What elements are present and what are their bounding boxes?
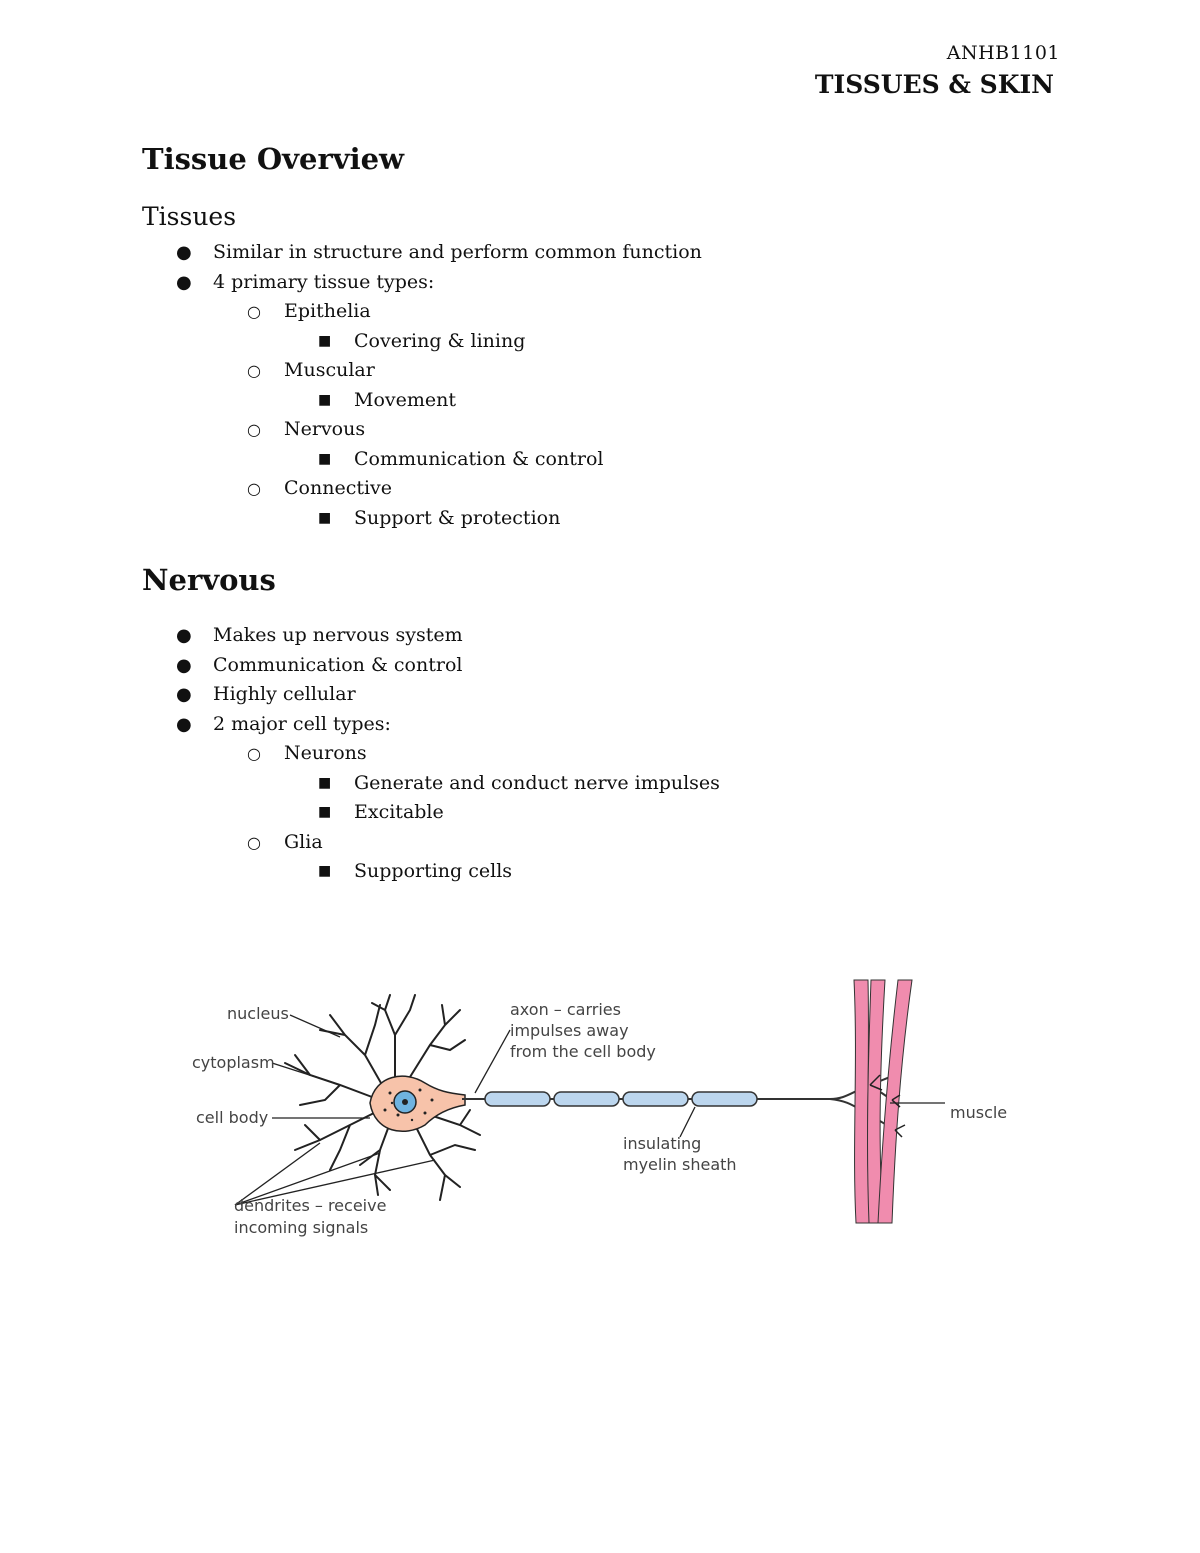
list-item: ○ Neurons <box>0 739 720 769</box>
bullet-icon: ● <box>176 684 192 705</box>
list-item: ○ Muscular <box>0 356 702 386</box>
list-item: ○ Glia <box>0 828 720 858</box>
list-item-text: Excitable <box>354 801 444 823</box>
bullet-icon: ● <box>176 242 192 263</box>
circle-bullet-icon: ○ <box>247 302 261 321</box>
list-item-text: Communication & control <box>213 653 463 676</box>
list-item: ■ Covering & lining <box>0 327 702 357</box>
square-bullet-icon: ■ <box>318 774 332 791</box>
dendrites <box>284 994 481 1201</box>
square-bullet-icon: ■ <box>318 391 332 408</box>
label-nucleus: nucleus <box>227 1004 289 1023</box>
tissues-list: ● Similar in structure and perform common… <box>0 238 702 533</box>
cell-body-shape <box>369 1075 466 1132</box>
list-item: ■ Movement <box>0 386 702 416</box>
myelin-segments <box>484 1091 758 1107</box>
myelin-segment <box>622 1091 689 1107</box>
nervous-heading: Nervous <box>142 563 276 597</box>
list-item: ■ Excitable <box>0 798 720 828</box>
label-dendrites-line1: dendrites – receive <box>234 1196 386 1215</box>
tissues-subheading: Tissues <box>142 202 237 231</box>
list-item-text: Connective <box>284 477 393 499</box>
course-code: ANHB1101 <box>946 42 1060 64</box>
list-item-text: 4 primary tissue types: <box>213 270 435 293</box>
label-myelin-line1: insulating <box>623 1134 701 1153</box>
muscle-fibers <box>853 979 913 1224</box>
circle-bullet-icon: ○ <box>247 420 261 439</box>
circle-bullet-icon: ○ <box>247 479 261 498</box>
square-bullet-icon: ■ <box>318 450 332 467</box>
list-item: ■ Generate and conduct nerve impulses <box>0 769 720 799</box>
list-item: ■ Communication & control <box>0 445 702 475</box>
list-item: ● 2 major cell types: <box>0 710 720 740</box>
list-item-text: Epithelia <box>284 300 371 322</box>
list-item-text: Generate and conduct nerve impulses <box>354 771 720 794</box>
list-item-text: Covering & lining <box>354 329 526 352</box>
nucleolus-shape <box>402 1099 408 1105</box>
list-item: ■ Supporting cells <box>0 857 720 887</box>
bullet-icon: ● <box>176 654 192 676</box>
myelin-segment <box>553 1091 620 1107</box>
list-item: ● Communication & control <box>0 651 720 681</box>
list-item-text: 2 major cell types: <box>213 712 391 735</box>
bullet-icon: ● <box>176 625 192 646</box>
neuron-diagram: nucleus cytoplasm cell body dendrites – … <box>192 979 1007 1237</box>
muscle-fiber <box>877 979 913 1224</box>
label-cytoplasm: cytoplasm <box>192 1053 275 1072</box>
circle-bullet-icon: ○ <box>247 361 261 380</box>
list-item: ● 4 primary tissue types: <box>0 268 702 298</box>
section-title: TISSUES & SKIN <box>814 70 1054 99</box>
cytoplasm-dots <box>383 1088 434 1122</box>
label-axon-line3: from the cell body <box>510 1042 656 1061</box>
tissue-overview-heading: Tissue Overview <box>142 142 405 176</box>
label-myelin-line2: myelin sheath <box>623 1155 737 1174</box>
square-bullet-icon: ■ <box>318 509 332 526</box>
list-item-text: Glia <box>284 830 323 853</box>
myelin-segment <box>691 1091 758 1107</box>
square-bullet-icon: ■ <box>318 804 332 820</box>
list-item-text: Communication & control <box>354 447 604 470</box>
label-muscle: muscle <box>950 1103 1007 1122</box>
list-item: ○ Epithelia <box>0 297 702 327</box>
circle-bullet-icon: ○ <box>247 744 261 763</box>
nervous-list: ● Makes up nervous system ● Communication … <box>0 621 720 887</box>
list-item: ● Highly cellular <box>0 680 720 710</box>
square-bullet-icon: ■ <box>318 332 332 349</box>
label-dendrites-line2: incoming signals <box>234 1218 368 1237</box>
list-item-text: Support & protection <box>354 506 561 529</box>
list-item: ● Similar in structure and perform common… <box>0 238 702 268</box>
list-item: ○ Nervous <box>0 415 702 445</box>
square-bullet-icon: ■ <box>318 863 332 879</box>
circle-bullet-icon: ○ <box>247 832 261 852</box>
list-item-text: Nervous <box>284 418 366 440</box>
bullet-icon: ● <box>176 271 192 293</box>
list-item: ■ Support & protection <box>0 504 702 534</box>
list-item: ● Makes up nervous system <box>0 621 720 651</box>
leader-lines <box>234 1014 945 1206</box>
list-item-text: Makes up nervous system <box>213 624 463 646</box>
label-cell-body: cell body <box>196 1108 268 1127</box>
list-item-text: Highly cellular <box>213 683 356 705</box>
list-item-text: Neurons <box>284 742 367 764</box>
myelin-segment <box>484 1091 551 1107</box>
label-axon-line2: impulses away <box>510 1021 629 1040</box>
label-axon-line1: axon – carries <box>510 1000 621 1019</box>
list-item-text: Movement <box>354 388 457 411</box>
list-item-text: Similar in structure and perform common … <box>213 241 702 263</box>
list-item: ○ Connective <box>0 474 702 504</box>
list-item-text: Supporting cells <box>354 860 513 882</box>
bullet-icon: ● <box>176 713 192 735</box>
list-item-text: Muscular <box>284 359 375 381</box>
